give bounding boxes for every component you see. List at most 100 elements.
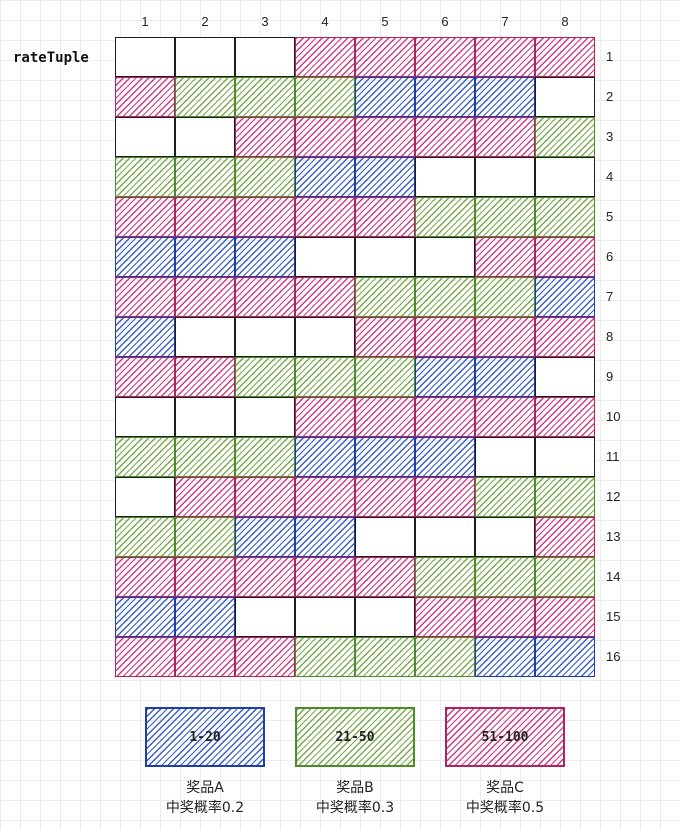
grid-cell-green: [115, 157, 175, 197]
grid-cell-green: [115, 517, 175, 557]
grid-cell-empty: [235, 597, 295, 637]
grid-cell-pink: [355, 557, 415, 597]
grid-cell-pink: [535, 317, 595, 357]
grid-cell-pink: [115, 197, 175, 237]
grid-cell-green: [175, 77, 235, 117]
grid-cell-empty: [355, 517, 415, 557]
grid-cell-empty: [415, 237, 475, 277]
grid-cell-empty: [535, 157, 595, 197]
legend-prize-label: 奖品B: [336, 780, 374, 796]
grid-cell-green: [175, 157, 235, 197]
grid-cell-pink: [175, 357, 235, 397]
legend-prize-label: 奖品C: [486, 780, 524, 796]
grid-cell-green: [355, 277, 415, 317]
row-number: 11: [606, 449, 620, 464]
grid-cell-pink: [295, 37, 355, 77]
grid-cell-empty: [235, 317, 295, 357]
grid-cell-empty: [415, 157, 475, 197]
grid-cell-pink: [475, 397, 535, 437]
grid-cell-green: [295, 77, 355, 117]
grid-cell-empty: [535, 357, 595, 397]
grid-cell-blue: [355, 77, 415, 117]
row-number: 13: [606, 529, 621, 544]
grid-cell-pink: [535, 37, 595, 77]
grid-cell-blue: [355, 157, 415, 197]
grid-cell-blue: [115, 597, 175, 637]
grid-cell-green: [475, 277, 535, 317]
legend-prize-label: 奖品A: [186, 780, 224, 796]
grid-cell-empty: [115, 117, 175, 157]
grid-cell-blue: [415, 357, 475, 397]
grid-cell-pink: [475, 237, 535, 277]
grid-cell-pink: [415, 597, 475, 637]
grid-cell-pink: [175, 197, 235, 237]
grid-cell-empty: [355, 597, 415, 637]
grid-cell-pink: [475, 117, 535, 157]
grid-cell-blue: [115, 237, 175, 277]
grid-cell-pink: [115, 557, 175, 597]
grid-cell-green: [355, 357, 415, 397]
row-number: 8: [606, 329, 614, 344]
grid-cell-green: [235, 157, 295, 197]
grid-cell-empty: [115, 477, 175, 517]
legend-range-label: 21-50: [335, 729, 375, 745]
grid-cell-blue: [235, 237, 295, 277]
grid-cell-green: [235, 77, 295, 117]
grid-cell-blue: [535, 637, 595, 677]
grid-cell-pink: [355, 477, 415, 517]
grid-cell-empty: [295, 597, 355, 637]
row-number: 7: [606, 289, 614, 304]
grid-cell-pink: [175, 557, 235, 597]
grid-cell-pink: [235, 117, 295, 157]
grid-cell-green: [535, 557, 595, 597]
grid-cell-blue: [175, 597, 235, 637]
grid-cell-empty: [175, 117, 235, 157]
row-number: 12: [606, 489, 621, 504]
grid-cell-empty: [355, 237, 415, 277]
grid-cell-pink: [115, 77, 175, 117]
grid-cell-empty: [475, 437, 535, 477]
legend-swatch-b: 21-50: [295, 707, 415, 767]
grid-cell-blue: [115, 317, 175, 357]
grid-cell-pink: [295, 397, 355, 437]
grid-cell-pink: [115, 637, 175, 677]
column-number: 3: [261, 14, 269, 29]
grid-cell-blue: [295, 517, 355, 557]
grid-cell-green: [355, 637, 415, 677]
grid-cell-pink: [415, 117, 475, 157]
row-number: 3: [606, 129, 614, 144]
grid-cell-pink: [175, 277, 235, 317]
row-number: 9: [606, 369, 614, 384]
grid-cell-pink: [175, 477, 235, 517]
grid-cell-pink: [295, 117, 355, 157]
grid-cell-green: [415, 637, 475, 677]
column-number: 1: [141, 14, 149, 29]
grid-cell-green: [475, 197, 535, 237]
grid-cell-pink: [235, 557, 295, 597]
grid-cell-blue: [175, 237, 235, 277]
column-number: 8: [561, 14, 569, 29]
grid-cell-green: [415, 197, 475, 237]
row-number: 6: [606, 249, 614, 264]
grid-cell-green: [415, 557, 475, 597]
grid-cell-empty: [535, 77, 595, 117]
grid-cell-pink: [535, 597, 595, 637]
grid-cell-empty: [115, 397, 175, 437]
grid-cell-green: [475, 477, 535, 517]
grid-cell-empty: [535, 437, 595, 477]
grid-cell-blue: [415, 437, 475, 477]
column-number: 2: [201, 14, 209, 29]
legend-probability-label: 中奖概率0.5: [465, 800, 545, 816]
grid-cell-empty: [175, 397, 235, 437]
grid-cell-pink: [115, 277, 175, 317]
grid-cell-empty: [295, 237, 355, 277]
row-number: 16: [606, 649, 621, 664]
row-number: 14: [606, 569, 621, 584]
grid-cell-pink: [295, 197, 355, 237]
column-number: 7: [501, 14, 509, 29]
grid-cell-blue: [295, 437, 355, 477]
grid-cell-empty: [235, 37, 295, 77]
grid-cell-blue: [235, 517, 295, 557]
row-number: 1: [606, 49, 614, 64]
grid-cell-pink: [355, 397, 415, 437]
